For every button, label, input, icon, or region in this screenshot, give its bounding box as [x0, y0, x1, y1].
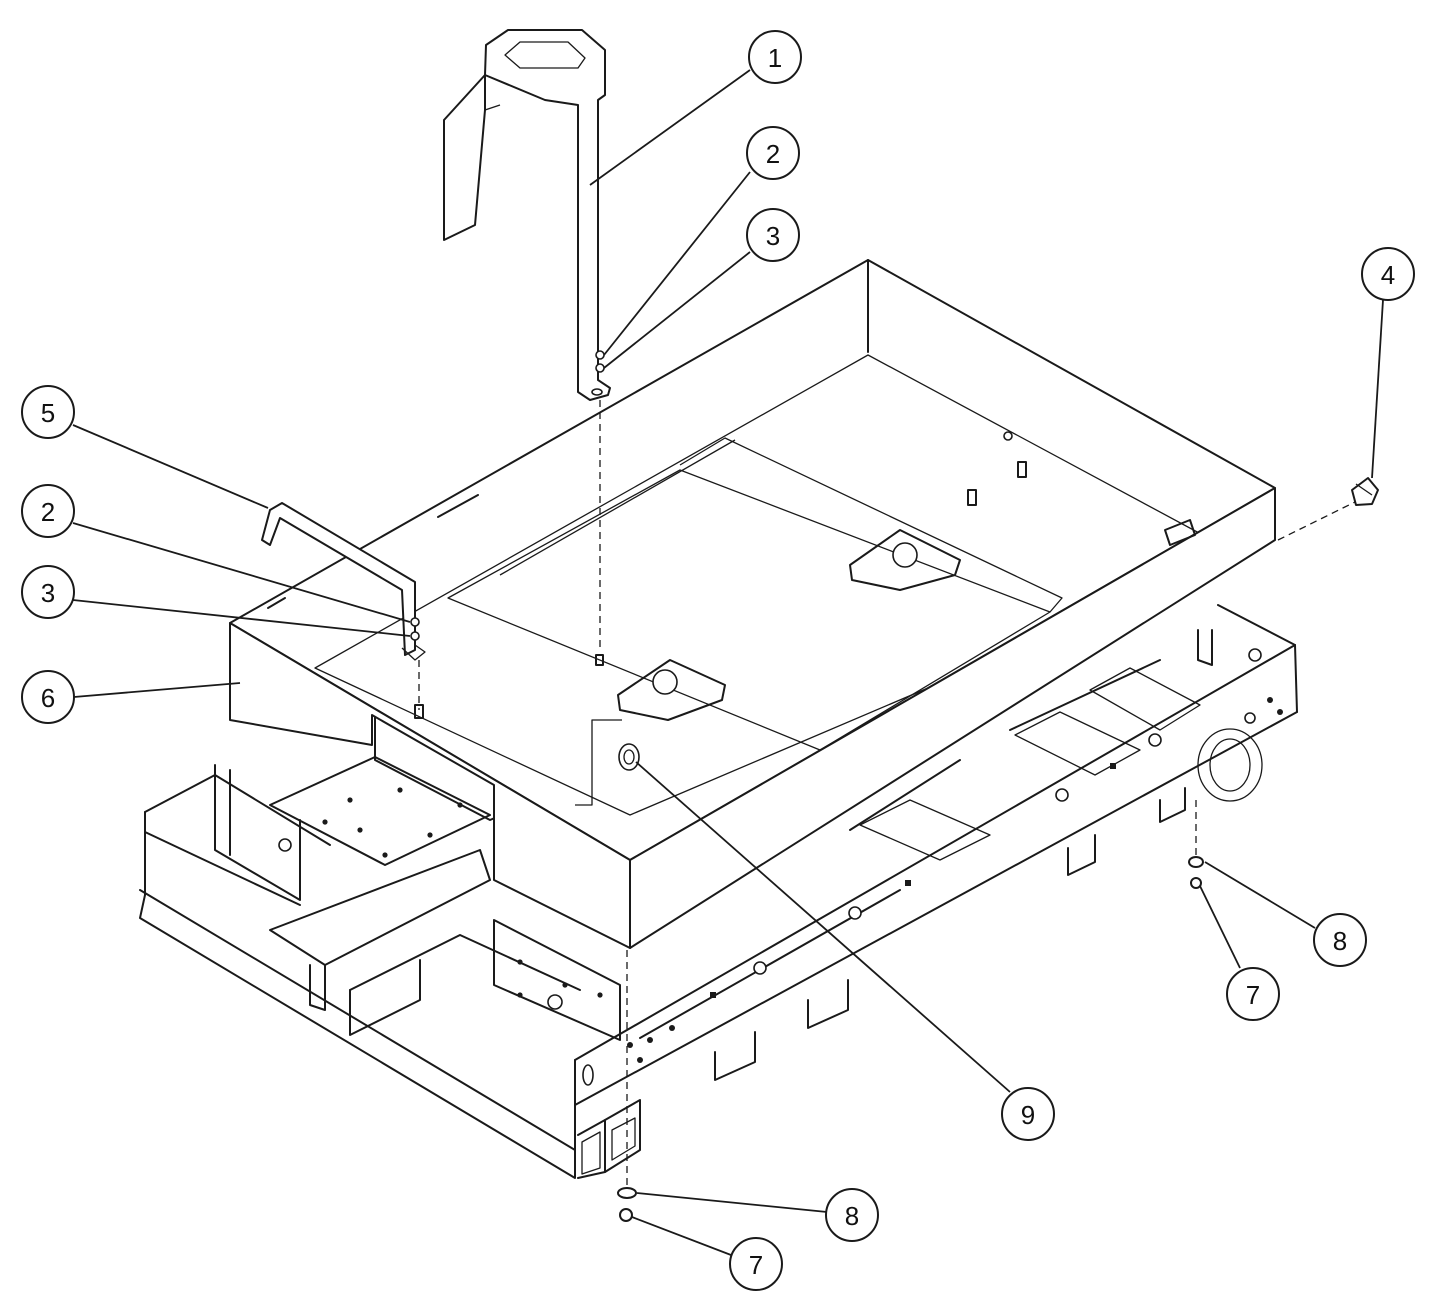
callout-6: 6: [21, 670, 75, 724]
main-tray: [229, 259, 1276, 949]
callout-circle: [21, 670, 75, 724]
callout-9: 9: [1001, 1087, 1055, 1141]
callout-label: 3: [41, 578, 55, 608]
callout-circle: [1313, 913, 1367, 967]
assembly-guide-lines: [418, 400, 1356, 1185]
callout-2: 2: [21, 484, 75, 538]
callout-7: 7: [729, 1237, 783, 1291]
callout-circle: [1361, 247, 1415, 301]
callout-label: 7: [1246, 980, 1260, 1010]
callout-label: 9: [1021, 1100, 1035, 1130]
callout-8: 8: [1313, 913, 1367, 967]
callout-8: 8: [825, 1188, 879, 1242]
callout-label: 3: [766, 221, 780, 251]
callout-2: 2: [746, 126, 800, 180]
callout-circle: [746, 126, 800, 180]
callout-label: 6: [41, 683, 55, 713]
handle-bar: [261, 502, 426, 661]
callout-label: 2: [41, 497, 55, 527]
callout-label: 2: [766, 139, 780, 169]
callout-circle: [746, 208, 800, 262]
callout-circle: [1226, 967, 1280, 1021]
callout-circle: [748, 30, 802, 84]
callout-3: 3: [746, 208, 800, 262]
callout-4: 4: [1361, 247, 1415, 301]
callout-label: 4: [1381, 260, 1395, 290]
support-bracket: [443, 29, 611, 401]
callout-label: 8: [1333, 926, 1347, 956]
callout-7: 7: [1226, 967, 1280, 1021]
callout-bubbles: 1 2 3 4 5 2 3 6 8 7 9 8 7: [21, 30, 1415, 1291]
callout-circle: [21, 565, 75, 619]
callout-leaders: [72, 69, 1384, 1256]
callout-label: 8: [845, 1201, 859, 1231]
callout-label: 7: [749, 1250, 763, 1280]
callout-1: 1: [748, 30, 802, 84]
fitting-cap: [1351, 477, 1379, 506]
callout-3: 3: [21, 565, 75, 619]
callout-label: 5: [41, 398, 55, 428]
callout-circle: [825, 1188, 879, 1242]
callout-circle: [21, 484, 75, 538]
callout-circle: [729, 1237, 783, 1291]
callout-label: 1: [768, 43, 782, 73]
callout-circle: [1001, 1087, 1055, 1141]
callout-5: 5: [21, 385, 75, 439]
fasteners: [595, 654, 1204, 1222]
callout-circle: [21, 385, 75, 439]
